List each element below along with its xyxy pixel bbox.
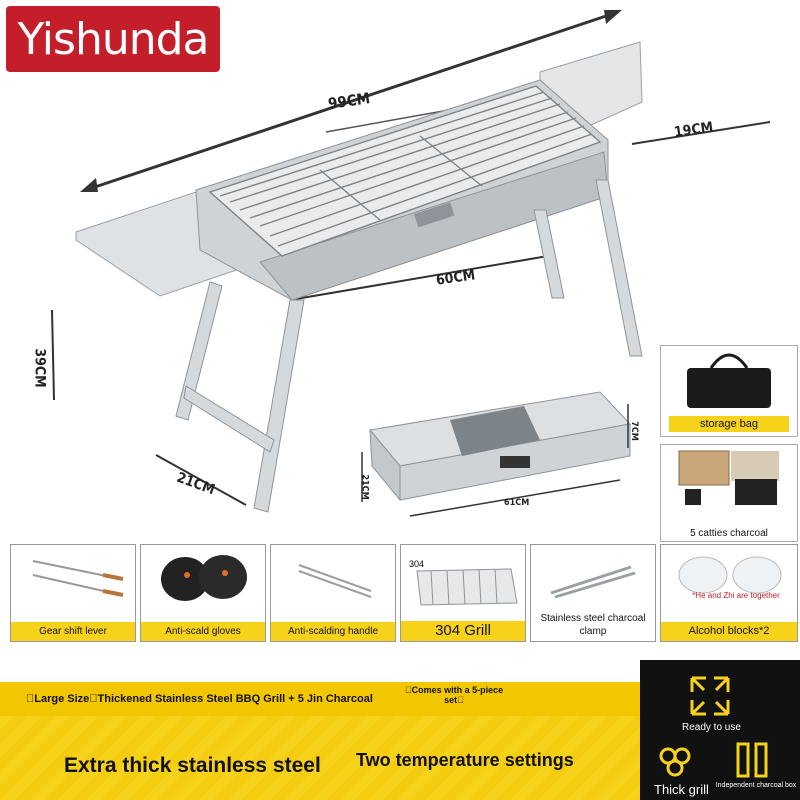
alcohol-blocks-icon [678, 556, 782, 594]
handle-label: Anti-scalding handle [271, 622, 395, 641]
grill-illustration [51, 10, 771, 517]
grill-304-tag: 304 [409, 559, 425, 569]
gloves-label: Anti-scald gloves [141, 622, 265, 641]
grill-legs [175, 179, 643, 513]
handle-card: Anti-scalding handle [270, 544, 396, 642]
thick-grill-icon [659, 747, 691, 777]
ready-to-use-text: Ready to use [682, 722, 741, 733]
clamp-icon [550, 565, 636, 599]
length-arrow [85, 10, 619, 192]
gear-shift-lever-label: Gear shift lever [11, 622, 135, 641]
strip-left-text:  Large Size Thickened Stainless Steel BB… [26, 693, 373, 705]
charcoal-panel: 5 catties charcoal [660, 444, 798, 542]
depth-arrow [155, 454, 247, 506]
gear-shift-lever-card: Gear shift lever [10, 544, 136, 642]
charcoal-clamp-label: Stainless steel charcoal clamp [531, 609, 655, 641]
strip-right-text:  Comes with a 5-piece set  [404, 685, 504, 705]
grill-net-icon [416, 568, 518, 606]
gloves-icon [161, 555, 247, 601]
alcohol-note: *He and Zhi are together [692, 591, 780, 600]
alcohol-blocks-label: Alcohol blocks*2 [661, 622, 797, 641]
bottom-banner: Extra thick stainless steel Two temperat… [0, 716, 640, 800]
thick-grill-text: Thick grill [654, 782, 709, 797]
skewer-icon [32, 560, 124, 597]
storage-bag-panel: storage bag [660, 345, 798, 437]
storage-bag-label: storage bag [669, 416, 789, 432]
shelf-arrow [631, 121, 771, 145]
grill-304-card: 304 304 Grill [400, 544, 526, 642]
folded-box [369, 391, 631, 502]
grill-arrow [289, 255, 549, 301]
feature-strip:  Large Size Thickened Stainless Steel BB… [0, 682, 640, 716]
alcohol-blocks-card: *He and Zhi are together Alcohol blocks*… [660, 544, 798, 642]
gloves-card: Anti-scald gloves [140, 544, 266, 642]
charcoal-icon [678, 450, 779, 505]
charcoal-clamp-card: Stainless steel charcoal clamp [530, 544, 656, 642]
feature-box: Ready to use Thick grill Independent cha… [640, 660, 800, 800]
independent-box-text: Independent charcoal box [715, 782, 797, 789]
bottom-left-text: Extra thick stainless steel [64, 754, 321, 777]
height-arrow [51, 309, 55, 401]
box-height-label: 7CM [628, 421, 639, 441]
tongs-icon [298, 564, 372, 598]
grill-grate [208, 85, 602, 257]
charcoal-label: 5 catties charcoal [669, 527, 789, 541]
storage-bag-icon [687, 353, 771, 408]
expand-icon [690, 676, 730, 716]
grill-304-label: 304 Grill [401, 621, 525, 641]
brand-logo: Yishunda [6, 6, 220, 72]
height-label: 39CM [31, 348, 48, 388]
charcoal-box-icon [736, 742, 768, 778]
box-depth-label: 21CM [359, 474, 370, 500]
bottom-right-text: Two temperature settings [356, 750, 574, 770]
box-length-label: 61CM [504, 498, 530, 508]
